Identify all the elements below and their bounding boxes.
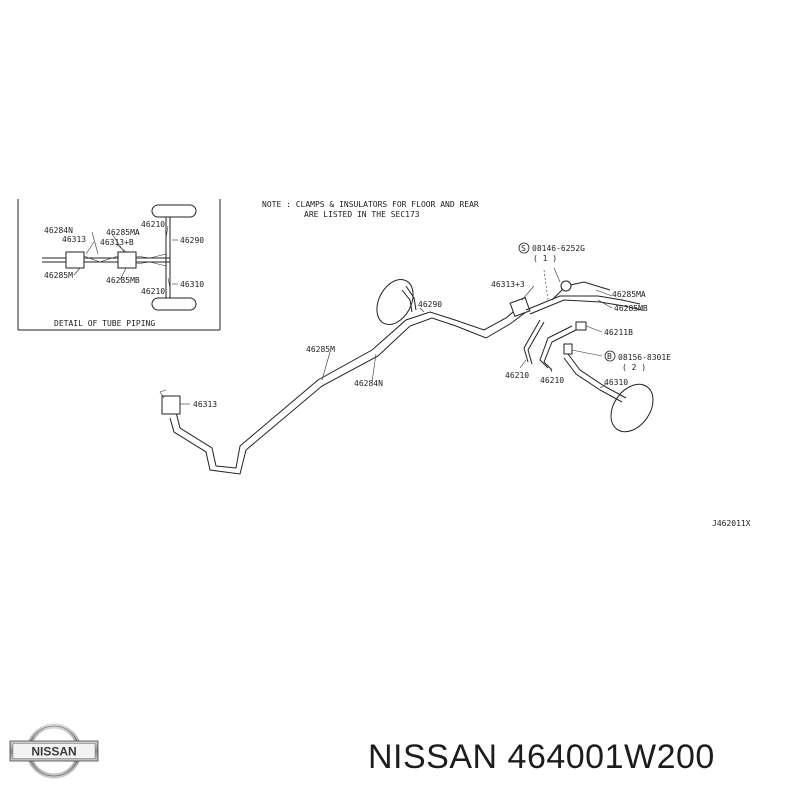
detail-label-46285MB: 46285MB: [106, 276, 140, 285]
label-08156-qty: ( 2 ): [622, 363, 646, 372]
left-connector-46313: [161, 395, 181, 415]
label-08146-6252G: 08146-6252G: [532, 244, 585, 253]
detail-label-46290: 46290: [180, 236, 204, 245]
label-46285M: 46285M: [306, 345, 335, 354]
label-08146-qty: ( 1 ): [533, 254, 557, 263]
mark-B: B: [607, 352, 612, 361]
label-46285MA: 46285MA: [612, 290, 646, 299]
reference-code: J462011X: [712, 519, 751, 528]
detail-label-46284N: 46284N: [44, 226, 73, 235]
mark-S: S: [521, 244, 526, 253]
detail-label-46313B: 46313+B: [100, 238, 134, 247]
tube-46285M: [175, 305, 521, 469]
bolt-08156: [563, 343, 573, 355]
part-caption: NISSAN 464001W200: [368, 738, 715, 776]
detail-rear-wheel: [151, 297, 197, 311]
bolt-08146: [560, 280, 572, 292]
detail-title: DETAIL OF TUBE PIPING: [54, 319, 155, 328]
detail-front-wheel: [151, 204, 197, 218]
detail-label-46210-top: 46210: [141, 220, 165, 229]
detail-connector-left: [65, 251, 85, 269]
main-tube-assembly: S B 08146-6252G ( 1 ) 46313+3 46285MA 46…: [159, 242, 671, 475]
tube-46284N: [169, 311, 527, 475]
center-connector-46313-3: [509, 297, 531, 317]
label-46210-left: 46210: [505, 371, 529, 380]
note-line-1: NOTE : CLAMPS & INSULATORS FOR FLOOR AND…: [262, 200, 479, 209]
label-46290: 46290: [418, 300, 442, 309]
label-46313-3: 46313+3: [491, 280, 525, 289]
label-46310: 46310: [604, 378, 628, 387]
label-46285MB: 46285MB: [614, 304, 648, 313]
detail-label-46313: 46313: [62, 235, 86, 244]
note-line-2: ARE LISTED IN THE SEC173: [304, 210, 420, 219]
detail-label-46310: 46310: [180, 280, 204, 289]
label-46313: 46313: [193, 400, 217, 409]
fitting-46211B: [575, 321, 587, 331]
nissan-logo: NISSAN: [9, 723, 99, 779]
detail-connector-right: [117, 251, 137, 269]
detail-label-46285MA: 46285MA: [106, 228, 140, 237]
detail-label-46210-bottom: 46210: [141, 287, 165, 296]
logo-wordmark: NISSAN: [31, 745, 76, 759]
front-wheel-disc: [376, 279, 414, 325]
rear-wheel-disc: [610, 383, 654, 433]
label-46211B: 46211B: [604, 328, 633, 337]
detail-label-46285M: 46285M: [44, 271, 73, 280]
label-46284N: 46284N: [354, 379, 383, 388]
label-08156-8301E: 08156-8301E: [618, 353, 671, 362]
detail-of-tube-piping: DETAIL OF TUBE PIPING 46284N 46313 46285…: [17, 199, 221, 331]
label-46210-right: 46210: [540, 376, 564, 385]
